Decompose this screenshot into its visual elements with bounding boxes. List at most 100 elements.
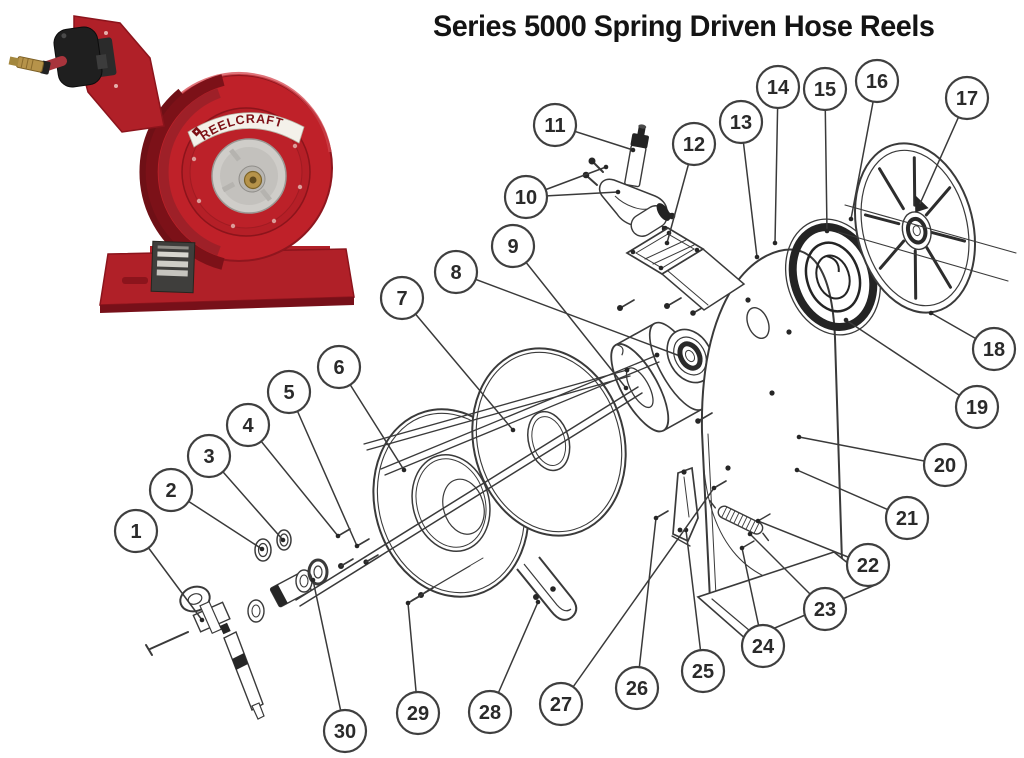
callout-8-circle [433, 249, 479, 295]
callout-5-circle [266, 369, 312, 415]
callout-5-target-dot [354, 543, 360, 549]
callout-4-circle [225, 402, 271, 448]
roller-guide-drawing [582, 124, 676, 237]
ratchet-wheel-drawing [854, 142, 976, 314]
callout-15-number: 15 [814, 79, 836, 101]
callout-21-number: 21 [896, 508, 918, 530]
callout-28-number: 28 [479, 702, 501, 724]
callout-26-target-dot [653, 515, 659, 521]
callout-10-circle [503, 174, 549, 220]
latch-spring-drawing [709, 499, 770, 542]
callout-29-number: 29 [407, 703, 429, 725]
callout-16-leader [850, 80, 878, 220]
callout-1-circle [113, 508, 159, 554]
callout-24-circle [740, 623, 786, 669]
callout-20-circle [922, 442, 968, 488]
callout-1-number: 1 [130, 521, 141, 543]
callout-19-target-dot [843, 317, 849, 323]
callout-30-number: 30 [334, 721, 356, 743]
guide-arm-bracket-drawing [617, 227, 746, 311]
callout-21-target-dot [794, 467, 800, 473]
hose-clamp-drawing [516, 556, 578, 621]
photo-hub [211, 138, 287, 214]
washer-spacer-drawings [247, 558, 329, 623]
callout-13-number: 13 [730, 112, 752, 134]
callout-14-circle [755, 64, 801, 110]
callout-15-target-dot [824, 228, 830, 234]
callout-10-target-dot [603, 164, 609, 170]
callout-22-target-dot [755, 518, 761, 524]
shaft-tie-rod-lines [295, 352, 660, 607]
callout-26-leader [636, 517, 657, 689]
photo-case-highlight [166, 72, 332, 153]
brand-diamond-inner-icon [195, 130, 198, 133]
callout-10-target-dot [615, 189, 621, 195]
callout-8-target-dot [677, 353, 683, 359]
callout-3-number: 3 [203, 446, 214, 468]
callout-20-leader [798, 436, 946, 466]
callout-14-number: 14 [767, 77, 790, 99]
callout-13-leader [740, 121, 758, 258]
callout-2-target-dot [259, 546, 265, 552]
callout-19-circle [954, 384, 1000, 430]
callout-12-number: 12 [683, 134, 705, 156]
callout-9-target-dot [623, 385, 629, 391]
page-title: Series 5000 Spring Driven Hose Reels [433, 10, 935, 43]
callout-2-number: 2 [165, 480, 176, 502]
callout-25-number: 25 [692, 661, 714, 683]
callout-7-number: 7 [396, 288, 407, 310]
callout-4-target-dot [335, 533, 341, 539]
callout-27-leader [560, 487, 715, 705]
callout-9-leader [512, 245, 627, 389]
callout-23-circle [802, 586, 848, 632]
callout-20-number: 20 [934, 455, 956, 477]
callout-6-number: 6 [333, 357, 344, 379]
callout-14-leader [774, 86, 779, 244]
oring-drawings [254, 529, 292, 562]
callout-23-number: 23 [814, 599, 836, 621]
callout-22-circle [845, 542, 891, 588]
callout-24-number: 24 [752, 636, 775, 658]
callout-5-leader [288, 391, 358, 547]
latch-pawl-drawing [671, 466, 699, 547]
callout-7-leader [401, 297, 514, 431]
callout-22-number: 22 [857, 555, 879, 577]
callout-15-leader [824, 88, 828, 232]
callout-17-circle [944, 75, 990, 121]
callout-27-number: 27 [550, 694, 572, 716]
callout-6-circle [316, 344, 362, 390]
callout-2-circle [148, 467, 194, 513]
callout-11-number: 11 [544, 115, 565, 137]
swivel-assembly-drawing [145, 585, 265, 720]
callout-18-number: 18 [983, 339, 1005, 361]
construction-line [844, 204, 1017, 254]
callout-30-circle [322, 708, 368, 754]
callout-7-circle [379, 275, 425, 321]
photo-base-slot [122, 277, 148, 284]
callout-28-target-dot [535, 599, 541, 605]
callout-13-circle [718, 99, 764, 145]
photo-arm-bolt [104, 31, 108, 35]
brand-banner-band [187, 112, 305, 148]
callout-25-leader [685, 529, 704, 672]
callout-15-circle [802, 66, 848, 112]
callout-3-circle [186, 433, 232, 479]
callout-28-circle [467, 689, 513, 735]
callout-29-circle [395, 690, 441, 736]
callout-13-target-dot [754, 254, 760, 260]
callout-16-circle [854, 58, 900, 104]
product-photo: REELCRAFT [8, 15, 355, 313]
callout-6-target-dot [401, 467, 407, 473]
callout-8-number: 8 [450, 262, 461, 284]
callout-26-circle [614, 665, 660, 711]
callout-7-target-dot [510, 427, 516, 433]
callout-3-target-dot [280, 537, 286, 543]
callout-4-number: 4 [242, 415, 254, 437]
construction-line [837, 231, 1009, 282]
callout-29-target-dot [405, 600, 411, 606]
callout-17-target-dot [916, 203, 922, 209]
photo-hose-guide [53, 26, 117, 88]
callout-12-circle [671, 121, 717, 167]
